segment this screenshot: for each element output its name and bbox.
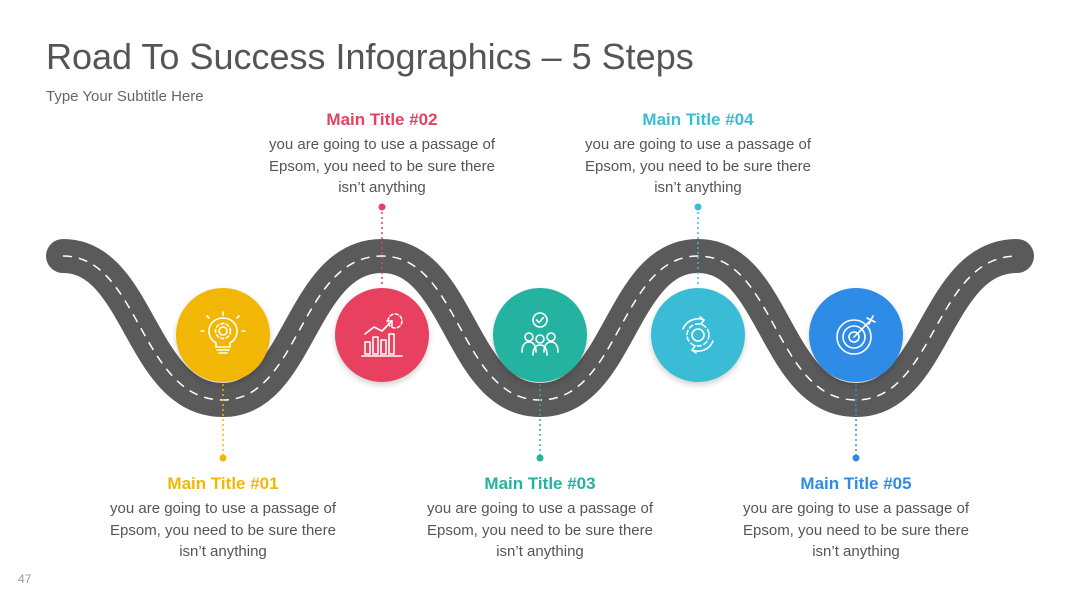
- step-4-title: Main Title #04: [642, 110, 754, 129]
- lightbulb-gear-icon: [200, 311, 246, 354]
- growth-chart-icon: [361, 313, 403, 357]
- step-4: Main Title #04 you are going to use a pa…: [583, 110, 813, 199]
- step-2-title: Main Title #02: [326, 110, 438, 129]
- connector-dot-step-4: [694, 203, 702, 211]
- step-1-text: you are going to use a passage of Epsom,…: [110, 500, 336, 560]
- step-2-text: you are going to use a passage of Epsom,…: [269, 136, 495, 196]
- page-title: Road To Success Infographics – 5 Steps: [46, 36, 694, 77]
- step-4-circle: [651, 288, 745, 382]
- gear-cycle-icon: [682, 316, 714, 354]
- step-2-circle: [335, 288, 429, 382]
- step-1: Main Title #01 you are going to use a pa…: [108, 474, 338, 563]
- page-subtitle: Type Your Subtitle Here: [46, 88, 204, 105]
- step-3-title: Main Title #03: [484, 474, 596, 493]
- step-4-text: you are going to use a passage of Epsom,…: [585, 136, 811, 196]
- team-check-icon: [521, 312, 559, 356]
- step-5-circle: [809, 288, 903, 382]
- step-3-circle: [493, 288, 587, 382]
- step-5-title: Main Title #05: [800, 474, 912, 493]
- target-icon: [836, 315, 876, 355]
- step-5-text: you are going to use a passage of Epsom,…: [743, 500, 969, 560]
- step-2: Main Title #02 you are going to use a pa…: [267, 110, 497, 199]
- connector-dot-step-2: [378, 203, 386, 211]
- step-3: Main Title #03 you are going to use a pa…: [425, 474, 655, 563]
- step-5: Main Title #05 you are going to use a pa…: [741, 474, 971, 563]
- page-number: 47: [18, 572, 32, 586]
- connector-dot-step-3: [536, 454, 544, 462]
- step-1-title: Main Title #01: [167, 474, 279, 493]
- connector-dot-step-1: [219, 454, 227, 462]
- connector-dot-step-5: [852, 454, 860, 462]
- step-3-text: you are going to use a passage of Epsom,…: [427, 500, 653, 560]
- step-1-circle: [176, 288, 270, 382]
